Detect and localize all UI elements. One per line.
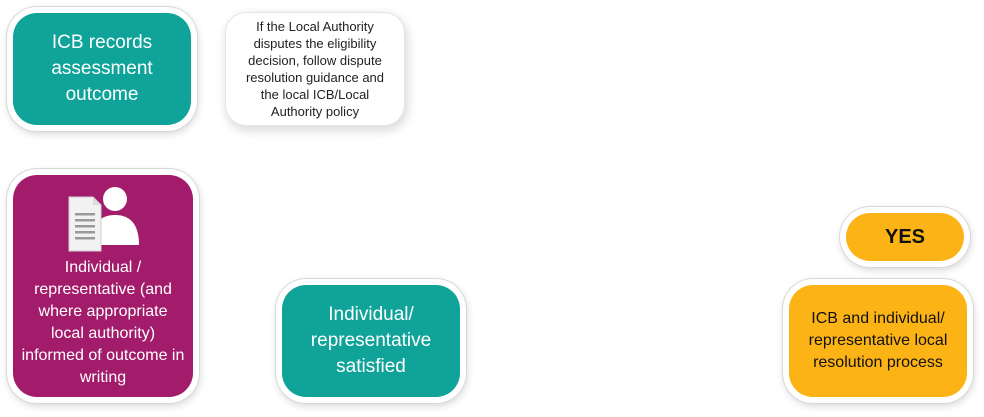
individual-satisfied-label: Individual/ representative satisfied	[310, 304, 432, 377]
yes-label: YES	[884, 225, 926, 248]
dispute-guidance-label: If the Local Authority disputes the elig…	[245, 19, 385, 119]
individual-satisfied-node: Individual/ representative satisfied	[282, 285, 460, 397]
dispute-guidance-note: If the Local Authority disputes the elig…	[226, 13, 404, 125]
icb-records-outcome-node: ICB records assessment outcome	[13, 13, 191, 125]
individual-informed-node: Individual / representative (and where a…	[13, 175, 193, 397]
document-person-icon	[68, 187, 139, 252]
icb-records-outcome-label: ICB records assessment outcome	[51, 32, 153, 105]
individual-informed-label: Individual / representative (and where a…	[21, 259, 185, 386]
yes-decision-node: YES	[846, 213, 964, 261]
icb-local-resolution-label: ICB and individual/ representative local…	[808, 310, 948, 371]
icb-local-resolution-node: ICB and individual/ representative local…	[789, 285, 967, 397]
